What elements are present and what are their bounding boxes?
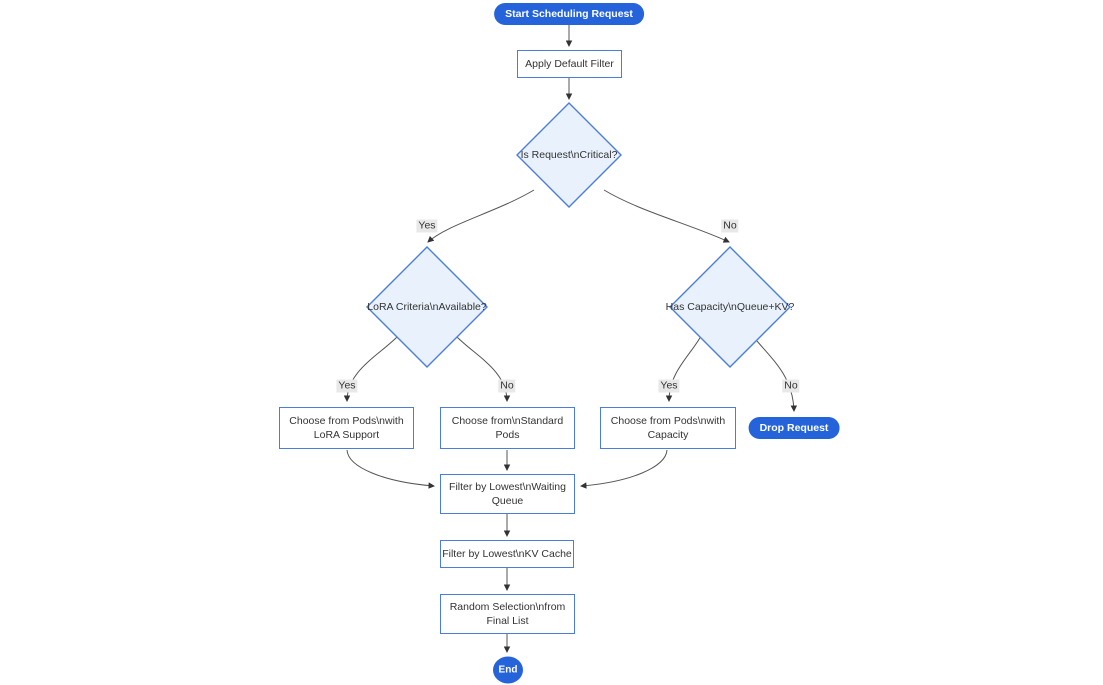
decision-lora-criteria-shape [366, 246, 488, 368]
node-filter-kv-cache: Filter by Lowest\nKV Cache [440, 540, 574, 568]
edge-capacity-no [756, 340, 798, 412]
node-label: Filter by Lowest\nWaiting [449, 481, 566, 493]
node-label: Choose from Pods\nwith [289, 415, 404, 427]
node-apply-default-filter: Apply Default Filter [517, 50, 622, 78]
node-is-critical-label: Is Request\nCritical? [520, 149, 618, 161]
node-filter-waiting-queue: Filter by Lowest\nWaiting Queue [440, 474, 575, 514]
node-random-selection: Random Selection\nfrom Final List [440, 594, 575, 634]
node-label: Final List [486, 615, 529, 627]
node-label: Choose from Pods\nwith [610, 415, 726, 427]
edge-label-critical-yes: Yes [416, 219, 438, 233]
edge-label-critical-no: No [721, 219, 739, 233]
node-label: Queue [491, 495, 524, 507]
node-label: Choose from\nStandard [451, 415, 564, 427]
node-lora-criteria-label: LoRA Criteria\nAvailable? [367, 301, 487, 313]
node-label: Apply Default Filter [525, 58, 614, 70]
node-choose-standard-pods: Choose from\nStandard Pods [440, 407, 575, 449]
decision-is-critical-shape [516, 102, 622, 208]
node-choose-lora-pods: Choose from Pods\nwith LoRA Support [279, 407, 414, 449]
edge-critical-yes [427, 189, 535, 243]
node-start: Start Scheduling Request [494, 3, 644, 25]
edge-capacitypods-to-filter [580, 449, 668, 489]
edge-label-lora-yes: Yes [336, 379, 358, 393]
node-label: Capacity [647, 429, 689, 441]
edge-critical-no [603, 189, 730, 243]
node-label: Pods [495, 429, 520, 441]
node-choose-capacity-pods: Choose from Pods\nwith Capacity [600, 407, 736, 449]
edge-capacity-yes [665, 335, 702, 402]
edge-label-capacity-no: No [782, 379, 800, 393]
edge-label-lora-no: No [498, 379, 516, 393]
node-label: Filter by Lowest\nKV Cache [442, 548, 572, 560]
node-has-capacity-label: Has Capacity\nQueue+KV? [665, 301, 795, 313]
node-drop-request: Drop Request [748, 417, 840, 439]
node-label: Random Selection\nfrom [449, 601, 566, 613]
node-end: End [493, 656, 523, 684]
edge-label-capacity-yes: Yes [658, 379, 680, 393]
edge-lorapods-to-filter [346, 449, 435, 489]
decision-has-capacity-shape [669, 246, 791, 368]
node-label: LoRA Support [313, 429, 380, 441]
